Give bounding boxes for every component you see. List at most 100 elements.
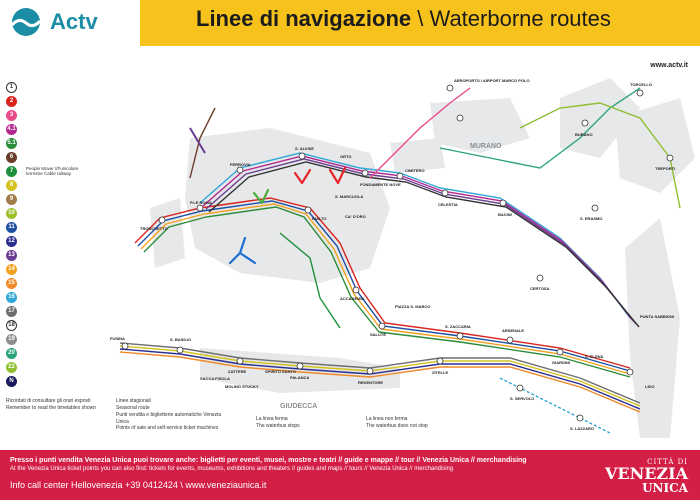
- stop-certosa[interactable]: [536, 274, 544, 282]
- legend-row-line-7: 7: [6, 164, 42, 178]
- station-label: S. BASILIO: [170, 337, 191, 342]
- stop-s-zaccaria[interactable]: [456, 332, 464, 340]
- station-label: REDENTORE: [358, 380, 383, 385]
- stop-ferrovia[interactable]: [236, 166, 244, 174]
- stop-piazzale-roma[interactable]: [196, 204, 204, 212]
- stop-s-servolo[interactable]: [516, 384, 524, 392]
- note-timetables: Ricordati di consultare gli orari espost…: [6, 398, 116, 411]
- actv-wave-icon: [10, 8, 42, 36]
- line-badge[interactable]: 20: [6, 347, 17, 359]
- stop-aeroporto[interactable]: [446, 84, 454, 92]
- station-label: ORTO: [340, 154, 351, 159]
- stop-celestia[interactable]: [441, 189, 449, 197]
- station-label: CERTOSA: [530, 286, 550, 291]
- stop-cimitero[interactable]: [396, 172, 404, 180]
- stop-torcello[interactable]: [636, 89, 644, 97]
- stop-s-alvise[interactable]: [298, 152, 306, 160]
- stop-arsenale[interactable]: [506, 336, 514, 344]
- station-label: PALANCA: [290, 375, 309, 380]
- line-badge[interactable]: 15: [6, 277, 17, 289]
- route-line-11: [137, 200, 631, 372]
- line-badge[interactable]: 5.1: [6, 137, 17, 149]
- legend-row-line-22: 22: [6, 360, 42, 374]
- station-label: TRONCHETTO: [140, 226, 168, 231]
- legend-row-line-17: 17: [6, 304, 42, 318]
- murano-island: [430, 98, 530, 153]
- route-line-1: [208, 161, 640, 328]
- stop-salute[interactable]: [378, 322, 386, 330]
- line-badge[interactable]: 1: [6, 81, 17, 93]
- station-label: ARSENALE: [502, 328, 524, 333]
- legend-row-line-20: 20: [6, 346, 42, 360]
- lido-island: [625, 218, 680, 438]
- station-label: SACCA FISOLA: [200, 376, 230, 381]
- website-url[interactable]: www.actv.it: [650, 62, 688, 69]
- legend-row-line-5.1: 5.1: [6, 136, 42, 150]
- stop-bacini[interactable]: [499, 199, 507, 207]
- line-badge[interactable]: 19: [6, 333, 17, 345]
- stop-fondamente-nove[interactable]: [361, 169, 369, 177]
- line-badge[interactable]: 2: [6, 95, 17, 107]
- route-line-16: [199, 152, 631, 319]
- station-label: AEROPORTO / AIRPORT MARCO POLO: [454, 78, 530, 83]
- station-label: ZITELLE: [432, 370, 449, 375]
- legend-row-line-3: 3: [6, 108, 42, 122]
- route-map: MURANO GIUDECCA AEROPORTO / AIRPORT MARC…: [110, 78, 695, 438]
- route-line-4: [202, 155, 634, 322]
- line-badge[interactable]: 13: [6, 249, 17, 261]
- stop-giardini[interactable]: [556, 348, 564, 356]
- stop-s-basilio[interactable]: [176, 346, 184, 354]
- line-badge[interactable]: 10: [6, 207, 17, 219]
- legend-row-line-19: 19: [6, 332, 42, 346]
- stop-fusina[interactable]: [121, 342, 129, 350]
- page-title: Linee di navigazione \ Waterborne routes: [196, 6, 611, 32]
- station-label: LIDO: [645, 384, 655, 389]
- legend-row-line-6: 6: [6, 150, 42, 164]
- line-badge[interactable]: 12: [6, 235, 17, 247]
- legend-row-line-N: N: [6, 374, 42, 388]
- station-label: GIARDINI: [552, 360, 570, 365]
- line-badge[interactable]: 8: [6, 179, 17, 191]
- route-line-14: [140, 203, 631, 375]
- legend-row-line-15: 15: [6, 276, 42, 290]
- note-title: Ricordati di consultare gli orari espost…: [6, 398, 91, 404]
- legend-row-line-13: 13: [6, 248, 42, 262]
- stop-s-lazzaro[interactable]: [576, 414, 584, 422]
- stop-burano[interactable]: [581, 119, 589, 127]
- treporti-area: [615, 98, 695, 193]
- line-badge[interactable]: 3: [6, 109, 17, 121]
- footer-call-center[interactable]: Info call center Hellovenezia +39 041242…: [10, 480, 267, 490]
- title-separator: \: [411, 6, 430, 31]
- legend-row-line-2: 2: [6, 94, 42, 108]
- stop-accademia[interactable]: [352, 286, 360, 294]
- station-label: CA' D'ORO: [345, 214, 366, 219]
- line-badge[interactable]: 11: [6, 221, 17, 233]
- footer-bar: Presso i punti vendita Venezia Unica puo…: [0, 450, 700, 500]
- station-label: S. LAZZARO: [570, 426, 594, 431]
- note-points-of-sale: Punti vendita e biglietterie automatiche…: [116, 412, 226, 432]
- stop-treporti[interactable]: [666, 154, 674, 162]
- stop-tronchetto[interactable]: [158, 216, 166, 224]
- stop-palanca[interactable]: [296, 362, 304, 370]
- stop-lido[interactable]: [626, 368, 634, 376]
- line-badge[interactable]: 7: [6, 165, 17, 177]
- line-badge[interactable]: 9: [6, 193, 17, 205]
- route-line-13: [205, 158, 637, 325]
- stop-zitelle[interactable]: [436, 357, 444, 365]
- line-badge[interactable]: 22: [6, 361, 17, 373]
- line-badge[interactable]: 6: [6, 151, 17, 163]
- stop-s-erasmo[interactable]: [591, 204, 599, 212]
- line-badge[interactable]: 16: [6, 291, 17, 303]
- note-title: La linea non ferma: [366, 416, 408, 422]
- title-italian: Linee di navigazione: [196, 6, 412, 31]
- line-badge[interactable]: N: [6, 375, 17, 387]
- station-label: ZATTERE: [228, 369, 246, 374]
- stop-rialto[interactable]: [304, 206, 312, 214]
- stop-zattere[interactable]: [236, 357, 244, 365]
- stop-murano[interactable]: [456, 114, 464, 122]
- stop-redentore[interactable]: [366, 367, 374, 375]
- line-badge[interactable]: 4.1: [6, 123, 17, 135]
- line-badge[interactable]: 17: [6, 305, 17, 317]
- line-badge[interactable]: 14: [6, 263, 17, 275]
- line-badge[interactable]: 18: [6, 319, 17, 331]
